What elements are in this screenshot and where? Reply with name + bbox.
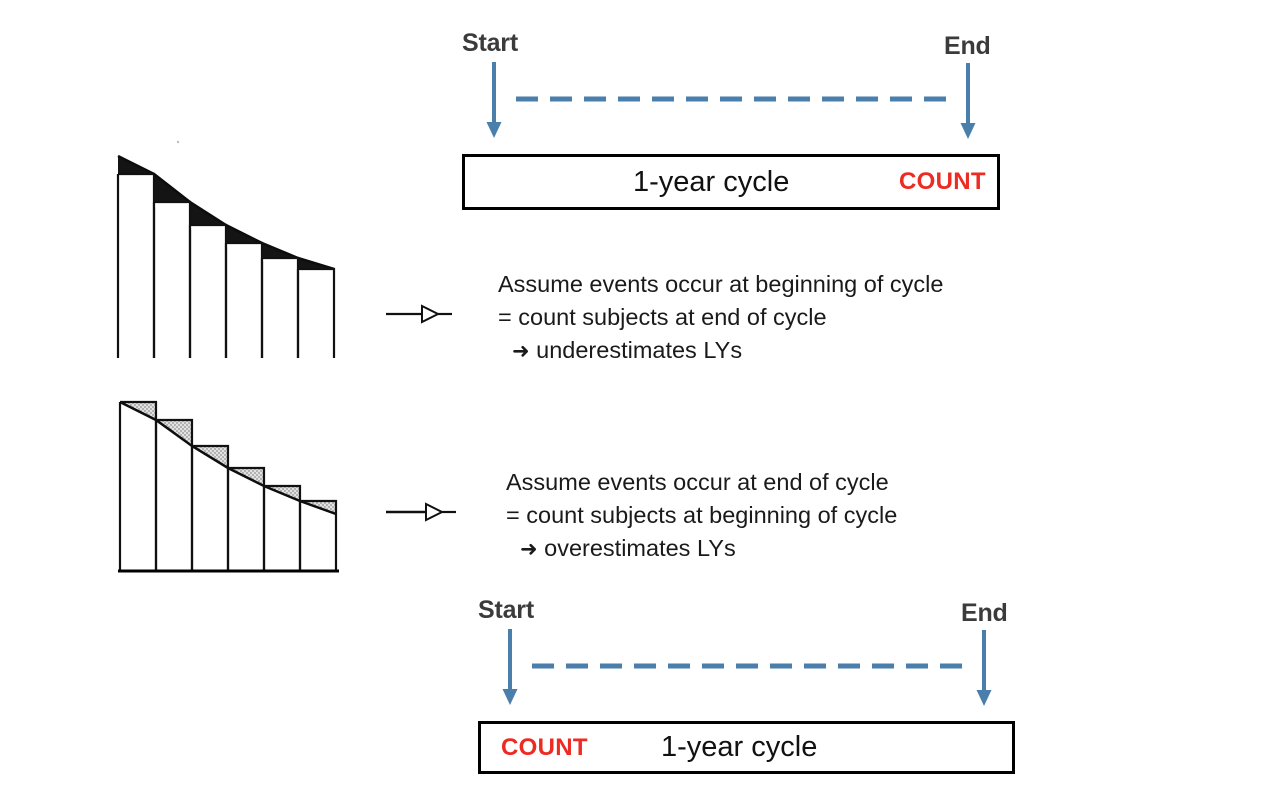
annotation-top-line-with-hollow-arrowhead-icon (386, 304, 452, 324)
annotation-top-line-1: Assume events occur at beginning of cycl… (498, 271, 944, 297)
annotation-bottom: Assume events occur at end of cycle = co… (506, 466, 897, 566)
annotation-bottom-line-1: Assume events occur at end of cycle (506, 469, 889, 495)
annotation-top-line-2: = count subjects at end of cycle (498, 304, 827, 330)
timeline-top-end-down-arrow-icon (960, 63, 976, 139)
underestimate-step-bars (116, 172, 336, 358)
cycle-box-bottom-cycle-label: 1-year cycle (661, 731, 818, 763)
cycle-box-bottom-count-label: COUNT (501, 733, 588, 761)
timeline-bottom-dashed-line-icon (532, 663, 962, 669)
cycle-box-top-cycle-label: 1-year cycle (633, 165, 790, 198)
chart-overestimate (118, 400, 339, 573)
annotation-bottom-conclusion-arrow-icon: ➜ (520, 537, 538, 561)
annotation-bottom-line-with-hollow-arrowhead-icon (386, 502, 456, 522)
annotation-top-conclusion-arrow-icon: ➜ (512, 339, 530, 363)
cycle-box-bottom[interactable]: COUNT 1-year cycle (478, 721, 1015, 774)
chart-underestimate (116, 140, 336, 358)
overestimate-step-bars (118, 400, 338, 570)
timeline-top-dashed-line-icon (516, 96, 946, 102)
annotation-top-line-3: underestimates LYs (536, 337, 743, 363)
scan-speck (176, 140, 180, 144)
timeline-bottom-end-down-arrow-icon (976, 630, 992, 706)
cycle-box-top[interactable]: 1-year cycle COUNT (462, 154, 1000, 210)
timeline-bottom-start-down-arrow-icon (502, 629, 518, 705)
timeline-bottom-end-label: End (961, 599, 1008, 627)
timeline-bottom-start-label: Start (478, 596, 534, 624)
annotation-bottom-line-2: = count subjects at beginning of cycle (506, 502, 898, 528)
annotation-top-line-3-row: ➜ underestimates LYs (498, 334, 943, 368)
cycle-box-top-count-label: COUNT (899, 168, 986, 195)
annotation-top: Assume events occur at beginning of cycl… (498, 268, 943, 368)
annotation-bottom-line-3-row: ➜ overestimates LYs (506, 532, 897, 566)
annotation-bottom-line-3: overestimates LYs (544, 535, 736, 561)
timeline-top-end-label: End (944, 32, 991, 60)
timeline-top-start-label: Start (462, 29, 518, 57)
timeline-top-start-down-arrow-icon (486, 62, 502, 138)
